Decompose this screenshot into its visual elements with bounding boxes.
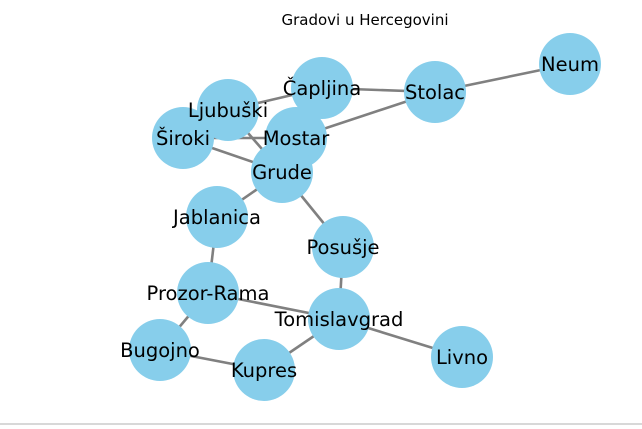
node-label-prozor: Prozor-Rama xyxy=(147,282,270,305)
node-ljubuski xyxy=(197,79,259,141)
node-label-grude: Grude xyxy=(252,161,312,184)
node-siroki xyxy=(152,107,214,169)
node-jablanica xyxy=(186,186,248,248)
node-label-capljina: Čapljina xyxy=(283,76,362,100)
node-prozor xyxy=(177,262,239,324)
node-label-bugojno: Bugojno xyxy=(120,339,200,362)
node-label-kupres: Kupres xyxy=(231,359,297,382)
node-label-ljubuski: Ljubuški xyxy=(188,99,268,122)
node-label-posusje: Posušje xyxy=(306,236,379,259)
node-label-livno: Livno xyxy=(436,346,488,369)
node-label-jablanica: Jablanica xyxy=(171,206,261,229)
node-bugojno xyxy=(129,319,191,381)
diagram-title: Gradovi u Hercegovini xyxy=(281,11,448,29)
node-capljina xyxy=(291,57,353,119)
node-kupres xyxy=(233,339,295,401)
node-label-mostar: Mostar xyxy=(263,127,331,150)
node-label-stolac: Stolac xyxy=(405,81,465,104)
node-label-tomislavgrad: Tomislavgrad xyxy=(274,308,404,331)
node-neum xyxy=(539,33,601,95)
node-grude xyxy=(251,141,313,203)
node-tomislavgrad xyxy=(308,288,370,350)
node-label-siroki: Široki xyxy=(156,126,210,150)
node-livno xyxy=(431,326,493,388)
node-label-neum: Neum xyxy=(541,53,599,76)
node-stolac xyxy=(404,61,466,123)
node-posusje xyxy=(312,216,374,278)
